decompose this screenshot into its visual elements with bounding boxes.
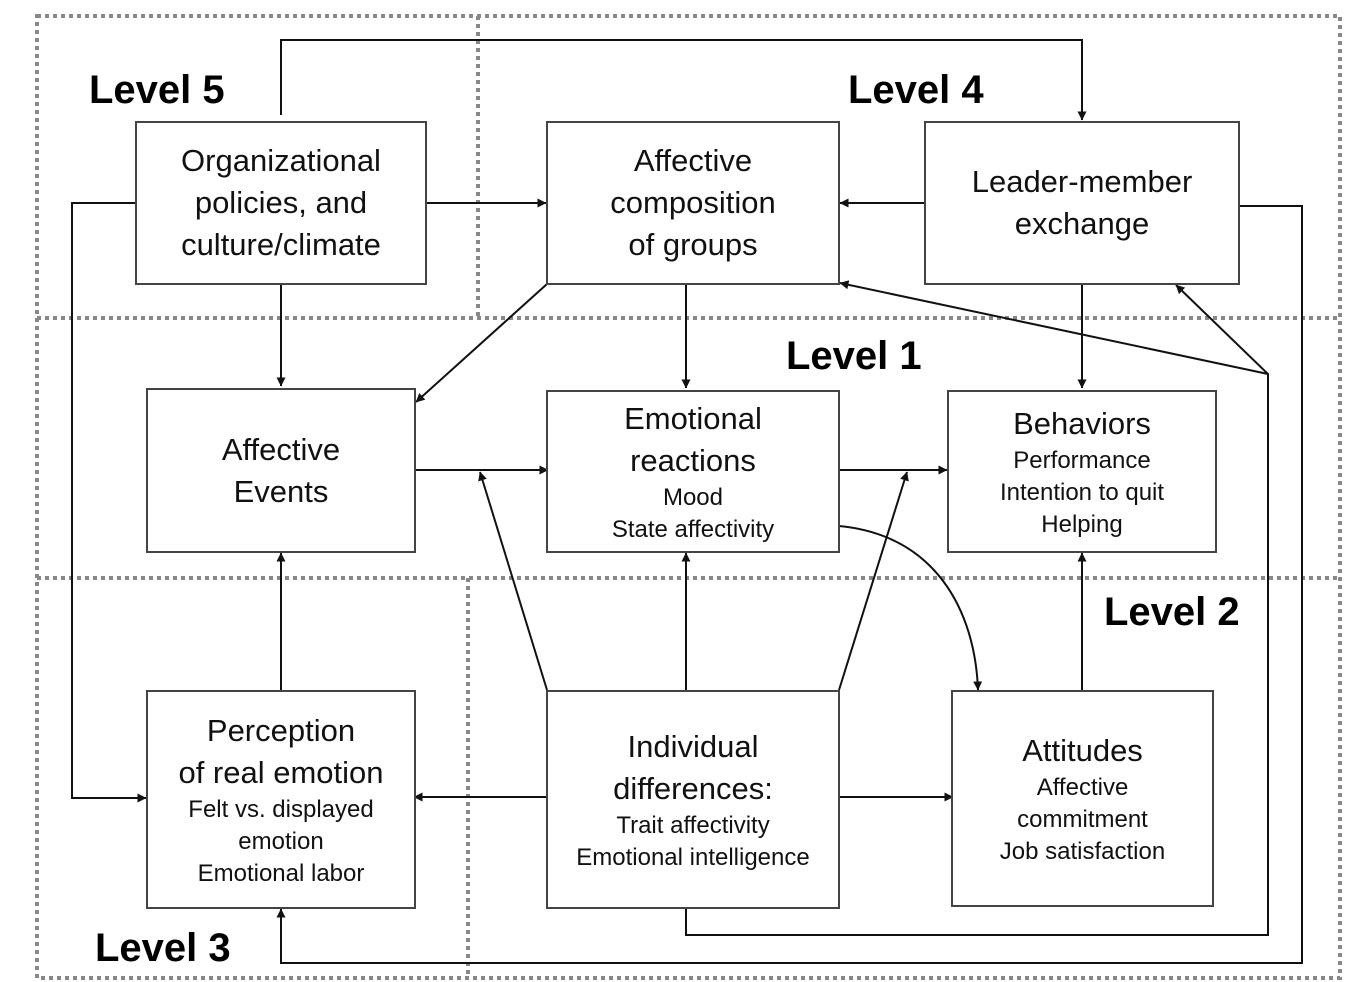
- behaviors-box: Behaviors Performance Intention to quit …: [947, 390, 1217, 553]
- perception-title-line: Perception: [206, 712, 356, 748]
- affective-composition-title-line: composition: [610, 185, 776, 220]
- emotional-reactions-box: Emotional reactions Mood State affectivi…: [546, 390, 840, 553]
- arrow-composition-to-affective-events: [415, 283, 548, 403]
- emotional-reactions-detail-line: State affectivity: [611, 515, 775, 543]
- level-1-label: Level 1: [786, 334, 922, 378]
- affective-events-title-line: Affective: [221, 431, 341, 467]
- behaviors-detail-line: Performance: [1013, 446, 1151, 474]
- leader-member-title-line: exchange: [1014, 206, 1150, 241]
- affective-composition-title-line: Affective: [633, 143, 753, 178]
- emotional-reactions-title-line: reactions: [630, 442, 756, 478]
- arrow-top-loop-to-leader-member: [280, 39, 1087, 121]
- individual-differences-box: Individual differences: Trait affectivit…: [546, 690, 840, 909]
- org-policies-box: Organizational policies, and culture/cli…: [135, 121, 427, 285]
- attitudes-detail-line: Job satisfaction: [999, 837, 1166, 865]
- behaviors-detail-line: Intention to quit: [999, 478, 1165, 506]
- level-2-label: Level 2: [1104, 590, 1240, 634]
- arrow-reactions-to-attitudes: [838, 525, 983, 691]
- behaviors-detail-line: Helping: [1041, 510, 1123, 538]
- individual-differences-title-line: differences:: [613, 770, 773, 806]
- emotional-reactions-title-line: Emotional: [624, 400, 762, 436]
- attitudes-title-line: Attitudes: [1022, 732, 1143, 768]
- org-policies-title-line: culture/climate: [181, 227, 381, 262]
- level-3-label: Level 3: [95, 926, 231, 970]
- arrow-individual-to-events-reactions-link: [478, 471, 548, 691]
- individual-differences-title-line: Individual: [627, 728, 759, 764]
- attitudes-detail-line: Affective: [1036, 773, 1129, 801]
- perception-title-line: of real emotion: [178, 754, 384, 790]
- affective-composition-box: Affective composition of groups: [546, 121, 840, 285]
- perception-detail-line: Felt vs. displayed: [188, 795, 374, 823]
- attitudes-detail-line: commitment: [1017, 805, 1148, 833]
- level-5-label: Level 5: [89, 68, 225, 112]
- org-policies-title-line: Organizational: [181, 143, 381, 178]
- outer-dotted-border: [35, 14, 1342, 980]
- affective-composition-title-line: of groups: [628, 227, 758, 262]
- affective-events-title-line: Events: [233, 473, 329, 509]
- level-4-label: Level 4: [848, 68, 984, 112]
- individual-differences-detail-line: Trait affectivity: [616, 811, 770, 839]
- emotional-reactions-detail-line: Mood: [662, 483, 724, 511]
- perception-box: Perception of real emotion Felt vs. disp…: [146, 690, 416, 909]
- perception-detail-line: Emotional labor: [197, 859, 365, 887]
- arrow-junction-to-affective-composition: [839, 280, 1269, 375]
- individual-differences-detail-line: Emotional intelligence: [576, 843, 810, 871]
- affective-events-box: Affective Events: [146, 388, 416, 553]
- arrow-individual-to-reactions-behaviors-link: [838, 471, 909, 691]
- leader-member-title-line: Leader-member: [971, 164, 1193, 199]
- arrow-org-to-perception: [71, 202, 147, 803]
- behaviors-title-line: Behaviors: [1013, 405, 1151, 441]
- leader-member-box: Leader-member exchange: [924, 121, 1240, 285]
- arrow-leader-to-perception: [276, 205, 1303, 964]
- org-policies-title-line: policies, and: [194, 185, 368, 220]
- attitudes-box: Attitudes Affective commitment Job satis…: [951, 690, 1214, 907]
- perception-detail-line: emotion: [238, 827, 324, 855]
- arrow-individual-to-leader-member: [685, 284, 1269, 936]
